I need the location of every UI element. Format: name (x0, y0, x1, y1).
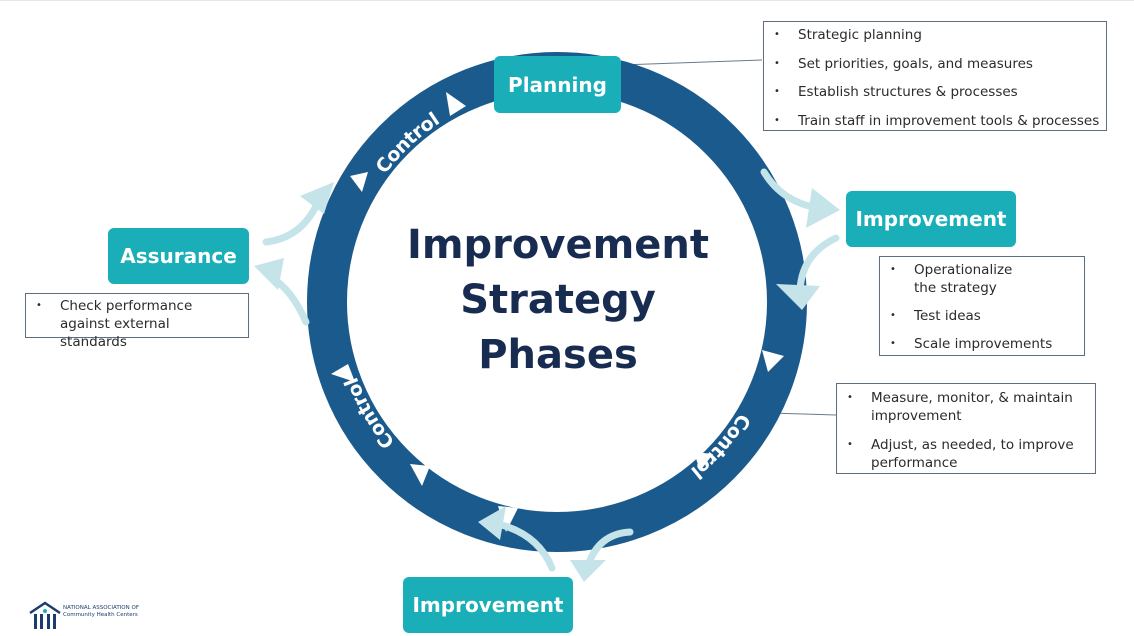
note-item: Strategic planning (764, 26, 1100, 44)
center-title: Improvement Strategy Phases (400, 218, 716, 383)
ring-arrow-icon (410, 464, 430, 486)
phase-box-planning: Planning (494, 56, 621, 113)
flow-arrow-left-upper-icon (262, 202, 320, 246)
logo-text: NATIONAL ASSOCIATION OF Community Health… (63, 605, 139, 619)
ring-arrow-icon (694, 452, 713, 471)
flow-arrow-bottom-left-icon (494, 520, 556, 572)
control-connector-line (769, 412, 837, 416)
note-item: Test ideas (880, 307, 1078, 325)
flow-arrow-right-bottom-icon (796, 234, 840, 294)
nachc-logo: NATIONAL ASSOCIATION OF Community Health… (28, 601, 158, 631)
phase-box-improvement-bottom: Improvement (403, 577, 573, 633)
planning-connector-line (619, 59, 763, 66)
arrowhead-icon (478, 506, 506, 540)
ring-arrow-icon (446, 92, 466, 116)
phase-box-improvement-right: Improvement (846, 191, 1016, 247)
logo-line: Community Health Centers (63, 612, 138, 618)
arrowhead-icon (806, 188, 840, 228)
ring-arrow-icon (350, 172, 368, 192)
note-item: Train staff in improvement tools & proce… (764, 112, 1100, 130)
center-title-line: Improvement (406, 222, 709, 268)
note-item: Check performance against external stand… (26, 297, 230, 351)
center-title-line: Phases (478, 332, 638, 378)
note-control: Measure, monitor, & maintain improvement… (836, 383, 1096, 474)
arrowhead-icon (570, 560, 606, 582)
note-item: Measure, monitor, & maintain improvement (837, 389, 1083, 425)
note-item: Adjust, as needed, to improve performanc… (837, 436, 1083, 472)
note-item: Operationalize the strategy (880, 261, 1078, 297)
note-improvement: Operationalize the strategy Test ideas S… (879, 256, 1085, 356)
note-item: Establish structures & processes (764, 83, 1100, 101)
arrowhead-icon (776, 284, 820, 310)
logo-line: NATIONAL ASSOCIATION OF (63, 605, 139, 611)
flow-arrowheads (254, 182, 840, 582)
note-item: Scale improvements (880, 335, 1078, 353)
top-divider (0, 0, 1134, 1)
ring-arrow-icon (762, 350, 784, 372)
ring-arrow-icon (331, 364, 355, 382)
health-center-logo-icon (29, 601, 61, 629)
center-title-line: Strategy (460, 277, 656, 323)
arrowhead-icon (254, 258, 284, 290)
note-assurance: Check performance against external stand… (25, 293, 249, 350)
arrowhead-icon (300, 182, 334, 214)
note-item: Set priorities, goals, and measures (764, 55, 1100, 73)
note-planning: Strategic planning Set priorities, goals… (763, 21, 1107, 131)
phase-box-assurance: Assurance (108, 228, 249, 284)
